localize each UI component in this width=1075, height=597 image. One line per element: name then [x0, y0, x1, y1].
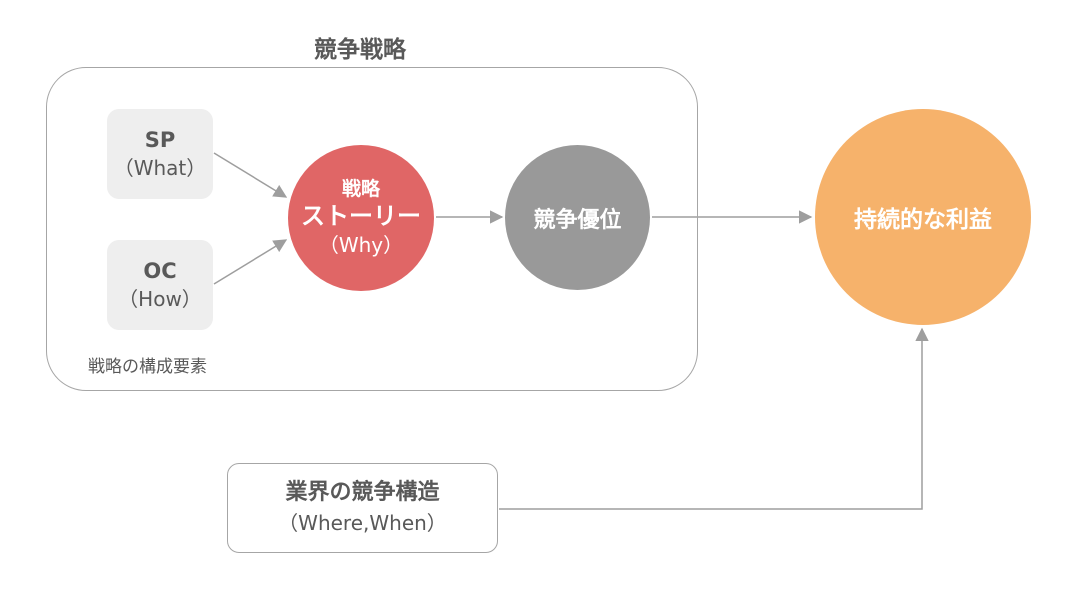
arrow-oc-to-story	[213, 239, 288, 285]
strategy-story-node: 戦略 ストーリー （Why）	[288, 145, 434, 291]
industry-line2: （Where,When）	[278, 511, 447, 535]
oc-subtitle: （How）	[118, 287, 202, 311]
sp-node: SP （What）	[107, 109, 213, 199]
competitive-advantage-node: 競争優位	[505, 145, 650, 290]
sp-subtitle: （What）	[113, 156, 207, 180]
industry-line1: 業界の競争構造	[285, 480, 440, 505]
arrow-sp-to-story	[213, 152, 288, 198]
sustainable-profit-node: 持続的な利益	[815, 109, 1031, 325]
sp-title: SP	[144, 128, 176, 152]
advantage-label: 競争優位	[533, 207, 622, 233]
oc-title: OC	[143, 259, 177, 283]
strategy-group-box	[46, 67, 698, 391]
arrow-industry-to-profit	[499, 327, 929, 510]
industry-structure-node: 業界の競争構造 （Where,When）	[227, 463, 498, 553]
story-line1: 戦略	[341, 178, 380, 200]
diagram-title: 競争戦略	[314, 37, 406, 63]
strategy-group-caption: 戦略の構成要素	[88, 357, 207, 377]
story-line2: ストーリー	[301, 202, 421, 230]
oc-node: OC （How）	[107, 240, 213, 330]
profit-label: 持続的な利益	[854, 207, 992, 233]
story-line3: （Why）	[318, 233, 404, 257]
